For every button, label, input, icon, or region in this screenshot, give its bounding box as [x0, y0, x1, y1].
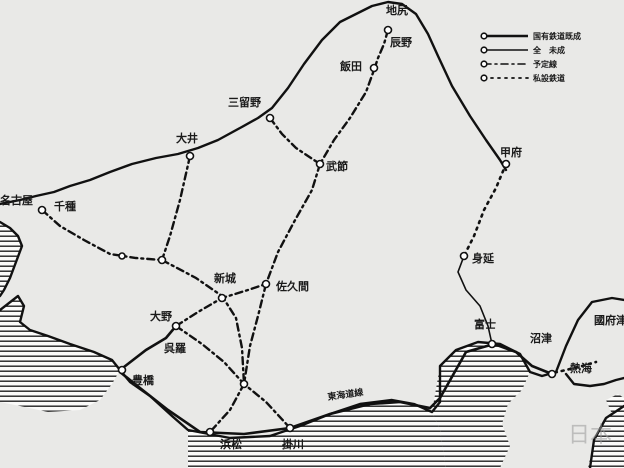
planned-takebu-sakuma: [264, 162, 322, 286]
station-kakegawa: [285, 423, 295, 433]
station-sakuma: [261, 279, 271, 289]
legend-planned-label: 予定線: [533, 59, 557, 69]
station-kofu: [501, 159, 511, 169]
station-shinshiro-junction: [157, 255, 167, 265]
planned-gifu-kakegawa: [174, 324, 292, 430]
label-shinshiro: 新城: [214, 271, 236, 285]
planned-iida-tatsuno: [318, 28, 390, 166]
label-tokaido: 東海道線: [327, 386, 364, 403]
coastline-izu: [564, 372, 624, 388]
label-kokufu: 國府津: [594, 313, 624, 327]
label-kakegawa: 掛川: [282, 437, 304, 451]
station-fuji: [487, 339, 497, 349]
private-atami: [546, 360, 598, 376]
label-nagoya: 名古屋: [0, 193, 33, 207]
station-sanshuno: [265, 113, 275, 123]
suruga-bay: [432, 342, 530, 468]
ise-bay: [0, 222, 22, 296]
planned-sanshuno-takebu: [268, 116, 322, 166]
planned-nagoya-senshu: [40, 208, 164, 262]
planned-ono-sakuma: [174, 282, 268, 328]
legend-done-label: 国有鉄道既成: [533, 31, 581, 41]
station-iida: [369, 63, 379, 73]
planned-sakuma-hamamatsu: [208, 282, 268, 434]
legend-private-label: 私設鉄道: [532, 73, 565, 83]
tokaido-line-east: [119, 370, 291, 436]
enshu-sea: [188, 400, 446, 468]
station-toyohashi: [117, 365, 127, 375]
label-iida: 飯田: [339, 59, 362, 73]
coastline: [0, 0, 508, 206]
watermark: 日本: [568, 423, 612, 448]
planned-oi-shinshiro: [160, 154, 192, 262]
legend: 国有鉄道既成 全 未成 予定線 私設鉄道: [480, 31, 581, 83]
label-kofu: 甲府: [500, 145, 522, 159]
coastline-west: [0, 220, 24, 298]
label-toyohashi: 豊橋: [132, 373, 155, 387]
minobu-line: [457, 255, 493, 345]
legend-station-icon: [480, 46, 488, 54]
label-numazu: 沼津: [530, 331, 552, 345]
tokaido-line: [119, 325, 177, 372]
tokaido-line-fuji: [289, 342, 553, 430]
legend-station-icon: [480, 32, 488, 40]
station-shinshiro: [217, 293, 227, 303]
label-minobu: 身延: [472, 251, 495, 265]
station-minobu: [459, 251, 469, 261]
label-tatsuno: 辰野: [390, 36, 412, 49]
station-numazu: [547, 369, 557, 379]
label-fuji: 富士: [474, 317, 496, 331]
station-nagoya: [37, 205, 47, 215]
station-takebu: [315, 159, 325, 169]
legend-station-icon: [480, 74, 488, 82]
station-hamamatsu: [205, 427, 215, 437]
label-sakuma: 佐久間: [275, 279, 309, 293]
label-atami: 熱海: [570, 361, 592, 375]
mikawa-bay: [0, 296, 120, 412]
label-hamamatsu: 浜松: [220, 437, 242, 451]
sagami-bay: [588, 406, 624, 468]
coastline-izu-south: [588, 404, 624, 468]
station-mid: [118, 252, 126, 260]
label-oi: 大井: [176, 131, 198, 145]
legend-under-label: 全 未成: [532, 45, 565, 55]
label-jiri: 地尻: [386, 3, 408, 17]
station-ono: [171, 321, 181, 331]
station-oi: [185, 151, 195, 161]
label-sanshuno: 三留野: [228, 95, 261, 109]
station-jiri: [383, 25, 393, 35]
planned-kofu-minobu: [462, 162, 508, 258]
legend-station-icon: [480, 60, 488, 68]
label-ono: 大野: [150, 309, 172, 323]
label-senshu: 千種: [54, 199, 76, 213]
station-junction-south: [239, 379, 249, 389]
label-gifu: 呉羅: [164, 342, 186, 355]
label-takebu: 武節: [326, 159, 348, 173]
planned-shinshiro-hamamatsu: [160, 258, 246, 386]
